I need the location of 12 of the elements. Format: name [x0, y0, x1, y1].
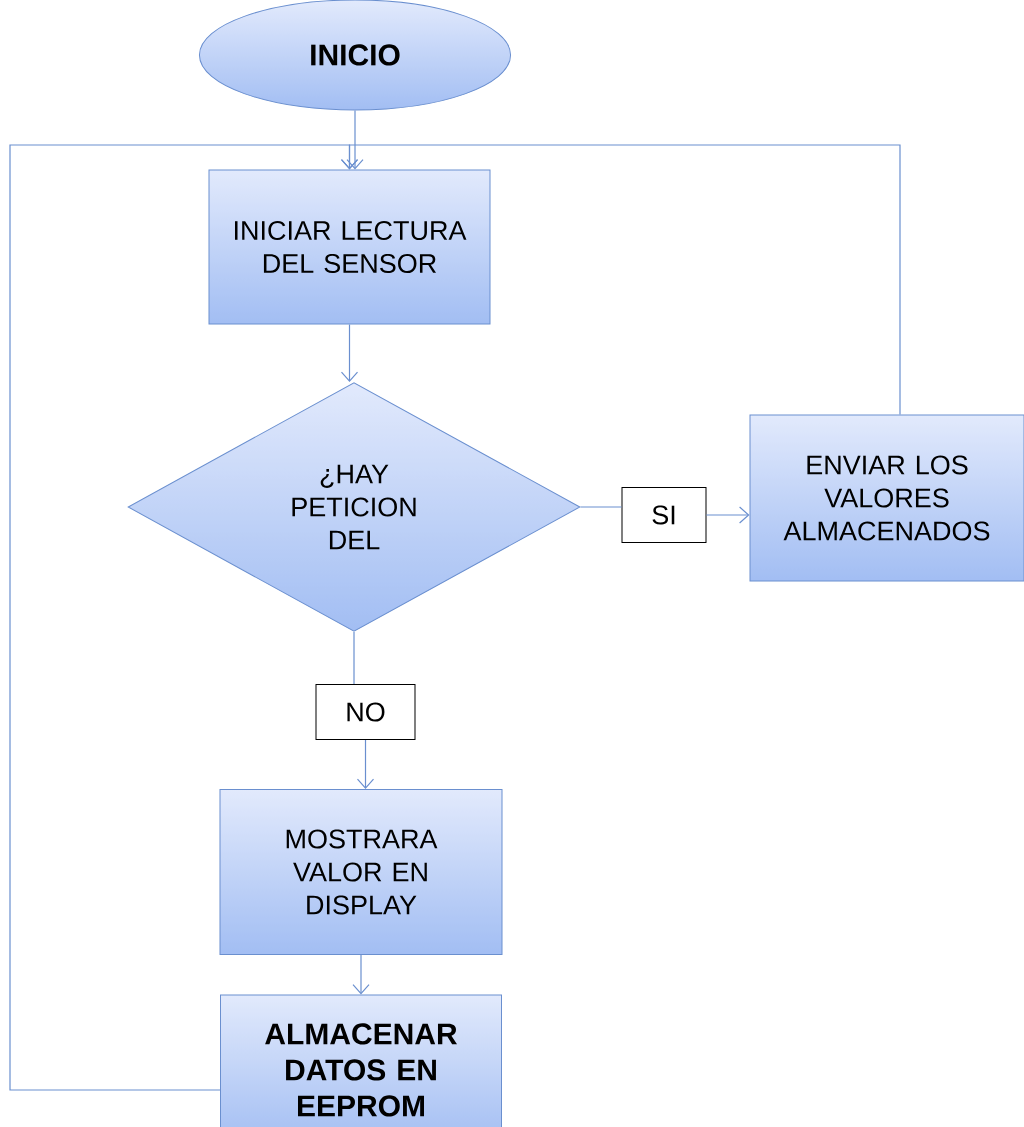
- arrow: [352, 954, 370, 995]
- answer-box: SI: [621, 487, 707, 543]
- arrow: [346, 109, 364, 170]
- arrow: [705, 506, 750, 524]
- arrow: [356, 739, 375, 789]
- process-box: ALMACENAR DATOS EN EEPROM: [220, 994, 502, 1127]
- arrow: [9, 144, 359, 1091]
- process-box: MOSTRARA VALOR EN DISPLAY: [219, 789, 503, 955]
- process-box: INICIAR LECTURA DEL SENSOR: [208, 169, 491, 325]
- arrow: [340, 323, 359, 382]
- process-box: ENVIAR LOS VALORES ALMACENADOS: [749, 414, 1024, 582]
- answer-box: NO: [315, 684, 416, 740]
